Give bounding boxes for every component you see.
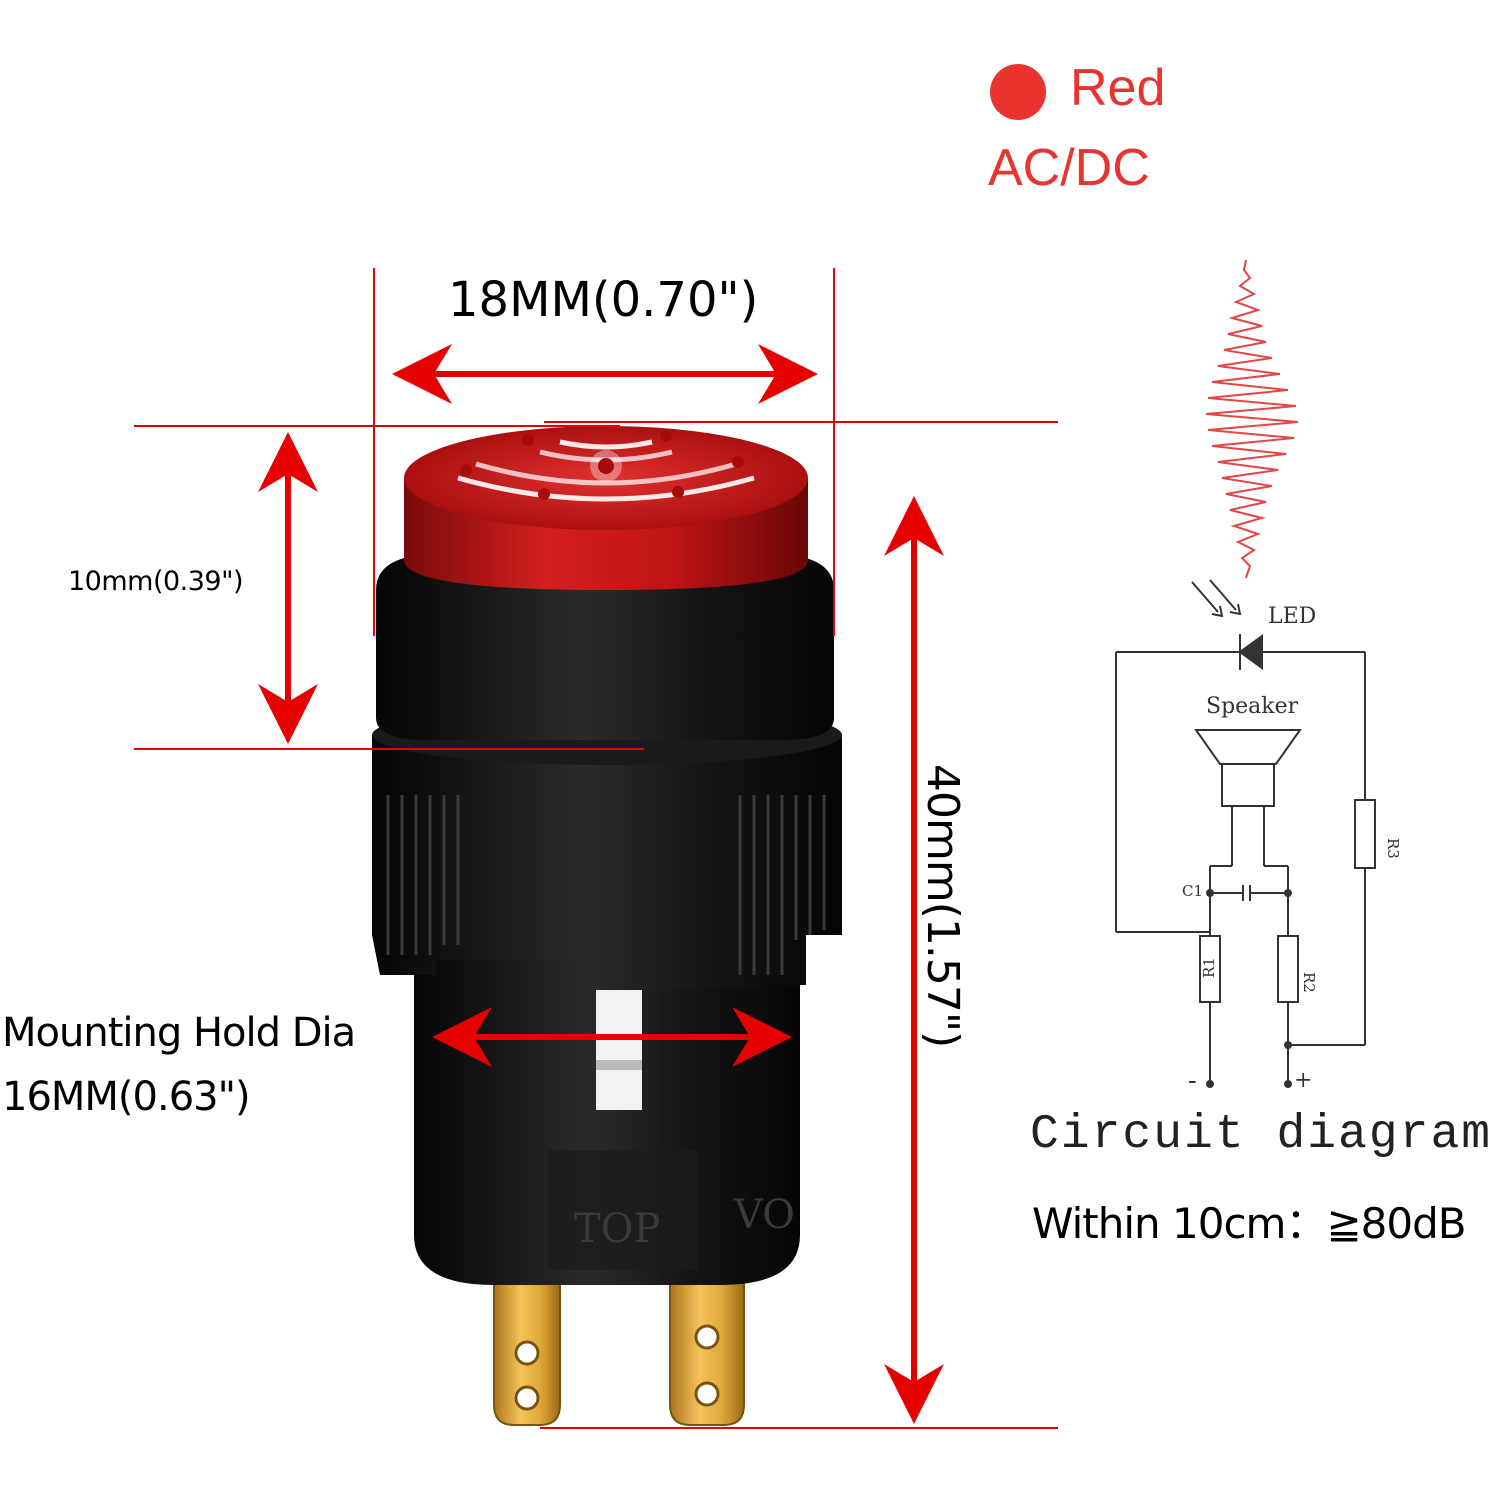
total-length-dimension-label: 40mm(1.57") [917, 764, 968, 1048]
terminal-left [493, 1279, 561, 1426]
mounting-hole-value: 16MM(0.63") [2, 1074, 251, 1120]
cap-height-dimension-label: 10mm(0.39") [68, 566, 244, 597]
minus-terminal-label: - [1188, 1066, 1197, 1096]
dimension-arrows [258, 344, 944, 1424]
speaker-label: Speaker [1206, 694, 1299, 719]
led-label: LED [1268, 604, 1317, 629]
collar-ridges [386, 795, 826, 975]
sound-level-spec: Within 10cm：≧80dB [1032, 1199, 1467, 1248]
buzzer-product [372, 426, 842, 1426]
red-dot-icon [990, 64, 1046, 120]
circuit-diagram-title: Circuit diagram [1030, 1108, 1493, 1162]
width-dimension-label: 18MM(0.70") [448, 272, 759, 328]
power-label: AC/DC [988, 139, 1150, 197]
color-label: Red [1070, 59, 1166, 117]
r2-label: R2 [1300, 972, 1318, 993]
dimension-guides [134, 268, 1058, 1429]
r1-label: R1 [1200, 957, 1218, 978]
terminal-right [669, 1279, 745, 1426]
c1-label: C1 [1182, 882, 1204, 900]
r3-label: R3 [1384, 838, 1402, 859]
sound-wave-icon [1205, 259, 1299, 579]
product-vo-mark: VO [734, 1192, 795, 1238]
plus-terminal-label: + [1294, 1068, 1313, 1093]
circuit-diagram [1115, 579, 1376, 1088]
mounting-hole-label: Mounting Hold Dia [2, 1010, 356, 1056]
product-top-mark: TOP [574, 1206, 661, 1252]
